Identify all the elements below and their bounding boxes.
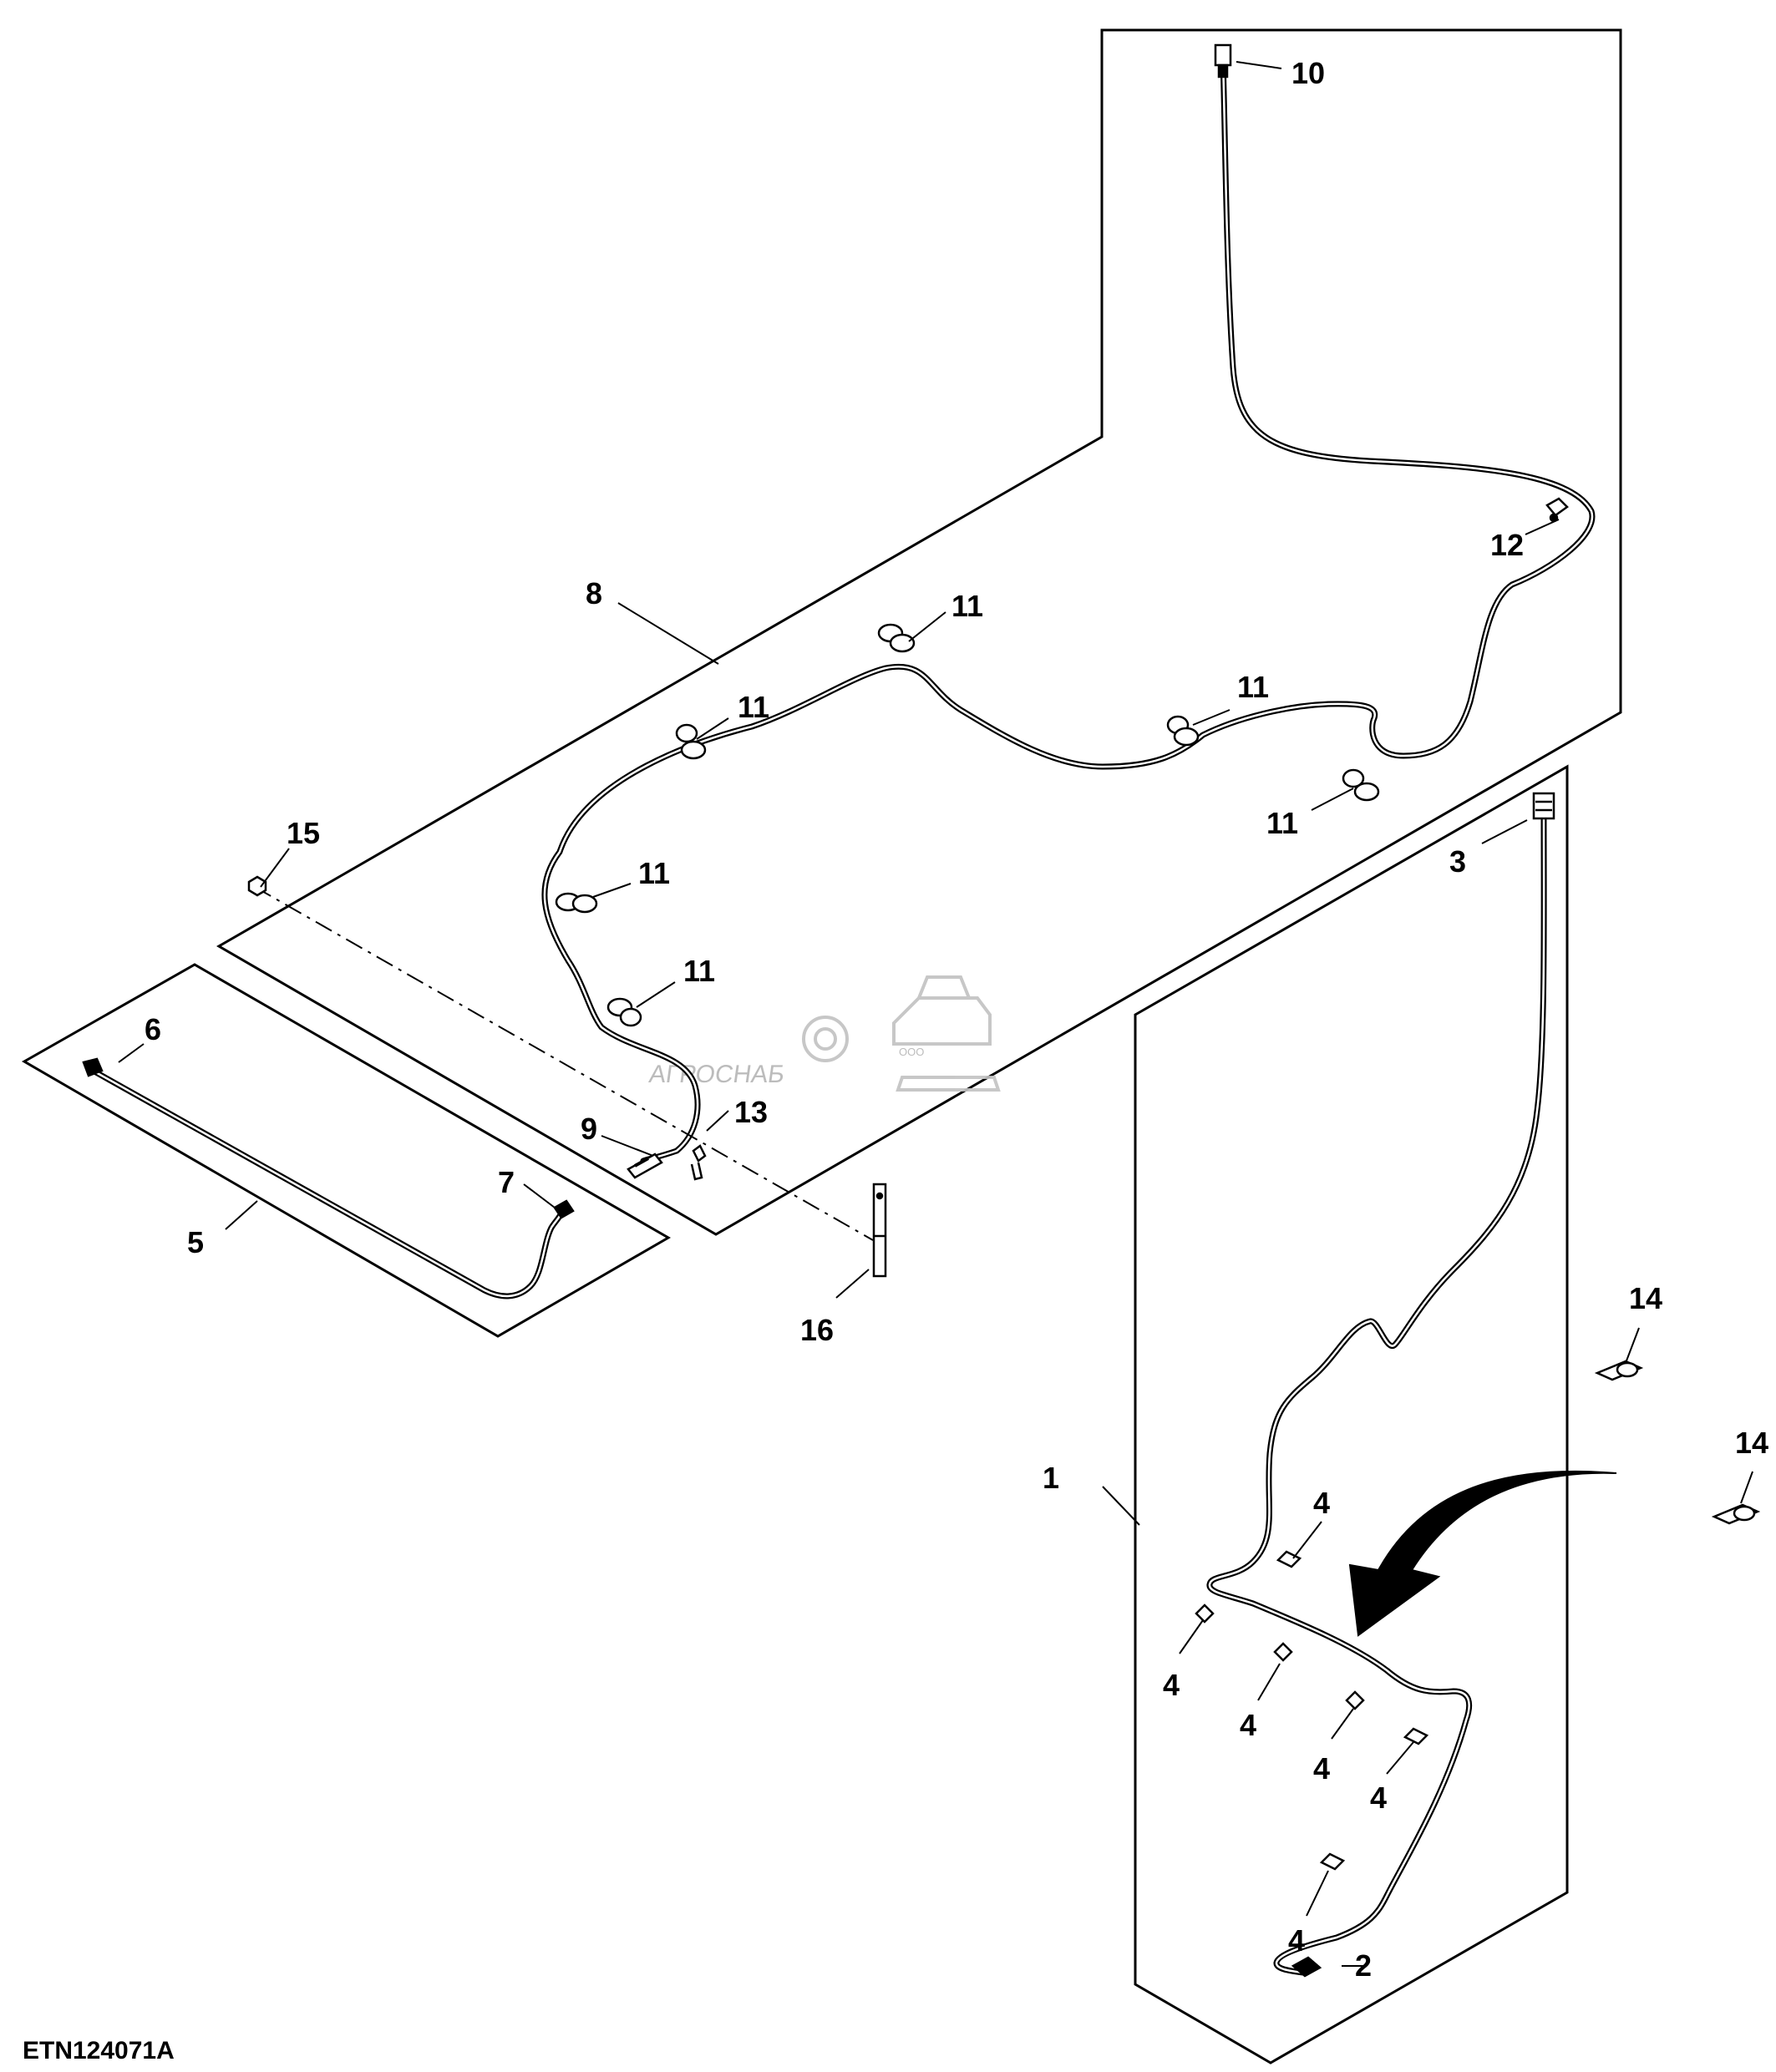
clip-11-icon-d <box>1342 768 1380 802</box>
callout-16: 16 <box>800 1313 834 1347</box>
callout-4-c: 4 <box>1240 1708 1256 1742</box>
alignment-centerline <box>254 886 874 1241</box>
callout-4-a: 4 <box>1313 1486 1330 1520</box>
callout-4-d: 4 <box>1313 1751 1330 1786</box>
callout-1: 1 <box>1043 1461 1059 1495</box>
fastener-4-icon-c <box>1273 1642 1293 1662</box>
callout-2: 2 <box>1355 1948 1372 1983</box>
callout-11-f: 11 <box>683 954 715 988</box>
callout-4-e: 4 <box>1370 1781 1387 1815</box>
fastener-4-icon-f <box>1319 1852 1346 1871</box>
callout-8: 8 <box>586 576 602 610</box>
watermark-brand: АГРОСНАБ <box>647 1061 786 1088</box>
connector-6-icon <box>82 1057 104 1077</box>
callout-labels: 10 12 8 11 11 11 11 11 11 3 15 9 13 6 7 … <box>145 56 1768 1983</box>
harness-5-wire <box>91 1068 565 1299</box>
fastener-4-icon-b <box>1195 1603 1215 1624</box>
callout-9: 9 <box>581 1112 597 1146</box>
install-direction-arrow-icon <box>1348 1470 1617 1637</box>
callout-11-a: 11 <box>951 589 983 623</box>
clip-11-icon-c <box>1166 715 1200 747</box>
callout-15: 15 <box>287 816 320 850</box>
panel-cross-harness-5 <box>21 963 671 1338</box>
callout-14-b: 14 <box>1735 1426 1768 1460</box>
callout-3: 3 <box>1449 844 1466 879</box>
callout-14-a: 14 <box>1629 1281 1662 1315</box>
leader-lines <box>118 61 1753 1967</box>
watermark-prefix: ООО <box>899 1046 924 1058</box>
clip-11-icon-f <box>606 997 642 1027</box>
connector-7-icon <box>553 1199 575 1219</box>
clamp-14-icon-a <box>1594 1360 1644 1381</box>
connector-2-icon <box>1291 1956 1322 1978</box>
callout-11-e: 11 <box>638 856 670 890</box>
panel-top-harness-8 <box>216 28 1622 1236</box>
panel-vertical-harness-1 <box>1134 764 1569 2064</box>
callout-4-f: 4 <box>1288 1923 1305 1958</box>
bracket-13-icon <box>690 1144 707 1181</box>
harness-8-wire <box>541 55 1596 1164</box>
watermark-logo: ООО АГРОСНАБ <box>647 975 1001 1092</box>
clip-11-icon-e <box>555 892 598 914</box>
harness-1-wire <box>1206 813 1547 1976</box>
callout-7: 7 <box>498 1165 515 1199</box>
callout-11-c: 11 <box>1237 670 1269 704</box>
callout-4-b: 4 <box>1163 1668 1180 1702</box>
callout-12: 12 <box>1490 528 1524 562</box>
components <box>82 43 1761 1978</box>
tab-16-icon <box>872 1183 887 1278</box>
connector-3-icon <box>1532 792 1555 820</box>
callout-11-d: 11 <box>1266 806 1298 840</box>
connector-12-icon <box>1545 497 1569 523</box>
fastener-4-icon-a <box>1276 1550 1302 1568</box>
clip-11-icon-b <box>675 723 707 760</box>
callout-13: 13 <box>734 1095 768 1129</box>
figure-id: ETN124071A <box>23 2037 175 2064</box>
callout-5: 5 <box>187 1225 204 1259</box>
connector-9-icon <box>627 1153 663 1179</box>
clip-11-icon-a <box>877 623 916 653</box>
clamp-14-icon-b <box>1711 1503 1761 1525</box>
connector-10-icon <box>1214 43 1232 79</box>
callout-10: 10 <box>1291 56 1325 90</box>
fastener-4-icon-d <box>1345 1690 1365 1710</box>
fastener-4-icon-e <box>1403 1727 1429 1745</box>
screw-15-icon <box>247 875 267 897</box>
panels <box>21 28 1622 2064</box>
callout-11-b: 11 <box>738 690 769 724</box>
callout-6: 6 <box>145 1012 161 1046</box>
